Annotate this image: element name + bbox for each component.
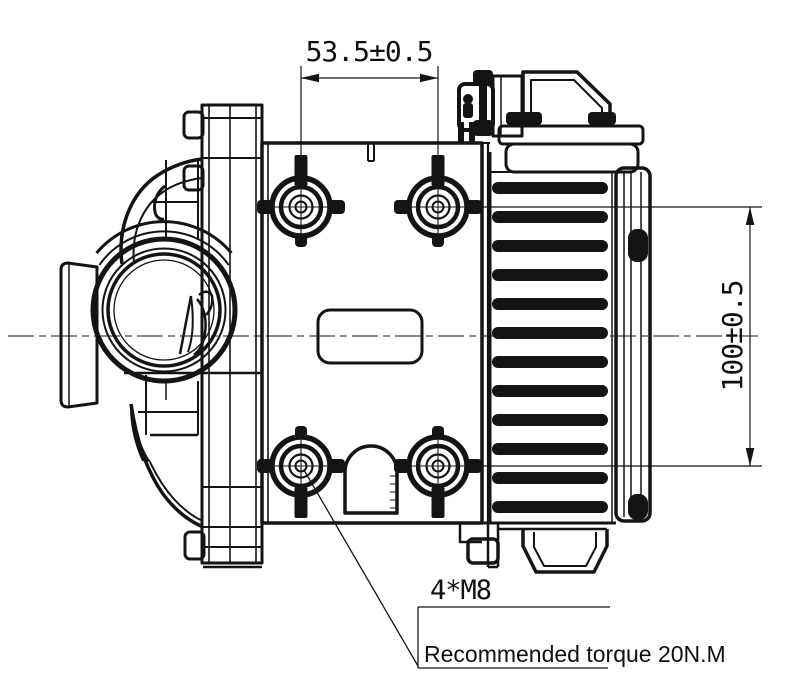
dimension-vertical-label: 100±0.5 [716,280,749,391]
cable-arch [343,444,399,515]
electrical-connector [457,70,616,143]
dimension-vertical-extension-lines [474,206,762,467]
inlet-pipe [90,220,238,384]
mounting-bolt-bottom-left [257,426,345,518]
mounting-bolt-top-left [257,155,345,247]
mounting-plate [182,103,264,569]
pump-volute [119,157,262,529]
bolt-spec-label: 4*M8 [430,575,491,606]
motor-body [488,124,645,523]
bolt-annotation: 4*M8 Recommended torque 20N.M [303,469,726,669]
dimension-horizontal-label: 53.5±0.5 [306,35,433,68]
motor-end-cap [614,166,652,523]
inlet-flange [59,261,99,409]
name-plate [316,308,424,365]
mounting-bolt-bottom-right [394,426,482,518]
torque-note-label: Recommended torque 20N.M [424,641,726,667]
dimension-horizontal: 53.5±0.5 [300,35,439,156]
motor-cooling-fins [492,182,608,513]
housing-foot-step [458,523,500,565]
dimension-vertical: 100±0.5 [716,207,755,466]
mounting-bolt-top-right [394,155,482,247]
motor-bracket [486,523,609,574]
